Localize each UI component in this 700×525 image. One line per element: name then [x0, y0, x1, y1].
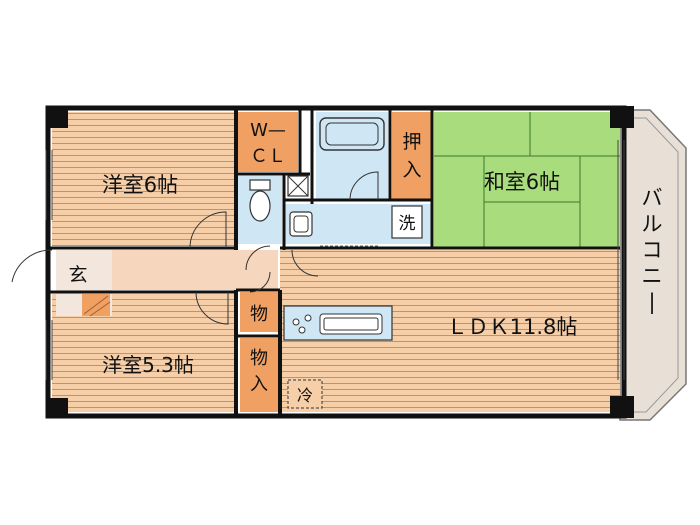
storage-tall-label-top: 物: [250, 348, 268, 369]
balcony-label: バルコニ|: [642, 186, 663, 315]
storage-tall-label-bottom: 入: [250, 374, 268, 395]
pipe-shaft: [287, 175, 309, 197]
kitchen-counter: [283, 305, 393, 341]
hallway: [110, 250, 278, 290]
laundry-box: [391, 205, 423, 239]
balcony-label-char: |: [648, 290, 655, 315]
walk-in-closet-label-bottom: ＣＬ: [250, 146, 286, 167]
western-room-1-label: 洋室6帖: [102, 173, 178, 197]
bathtub-icon: [319, 117, 385, 151]
storage-small-label: 物: [250, 304, 268, 325]
refrigerator-label: 冷: [297, 386, 313, 405]
walk-in-closet-label-top: W—: [250, 120, 286, 141]
washbasin-icon: [289, 211, 313, 237]
toilet-icon: [249, 179, 271, 222]
windows: [45, 140, 625, 380]
refrigerator-space: [287, 379, 323, 409]
balcony-label-char: ル: [642, 212, 663, 236]
svg-text:バルコニ|: バルコニ|: [642, 186, 663, 315]
balcony-label-char: バ: [642, 186, 663, 210]
oshiire-closet: [392, 112, 432, 200]
storage-small: [240, 292, 278, 332]
ldk-label: ＬＤＫ11.8帖: [447, 315, 578, 339]
balcony-label-char: ニ: [642, 264, 663, 288]
western-room-1: [52, 112, 234, 246]
balcony: [619, 109, 687, 421]
door-swings: [11, 171, 379, 325]
japanese-room-label: 和室6帖: [484, 170, 560, 194]
wall-columns: [46, 106, 634, 418]
laundry-label: 洗: [399, 214, 416, 234]
walk-in-closet: [238, 112, 298, 172]
oshiire-label-bottom: 入: [402, 159, 421, 181]
western-room-2-label: 洋室5.3帖: [102, 353, 194, 377]
storage-tall: [240, 338, 278, 412]
oshiire-label-top: 押: [402, 131, 421, 153]
entrance-label: 玄: [68, 264, 87, 286]
japanese-room: [434, 112, 620, 248]
balcony-label-char: コ: [642, 238, 663, 262]
